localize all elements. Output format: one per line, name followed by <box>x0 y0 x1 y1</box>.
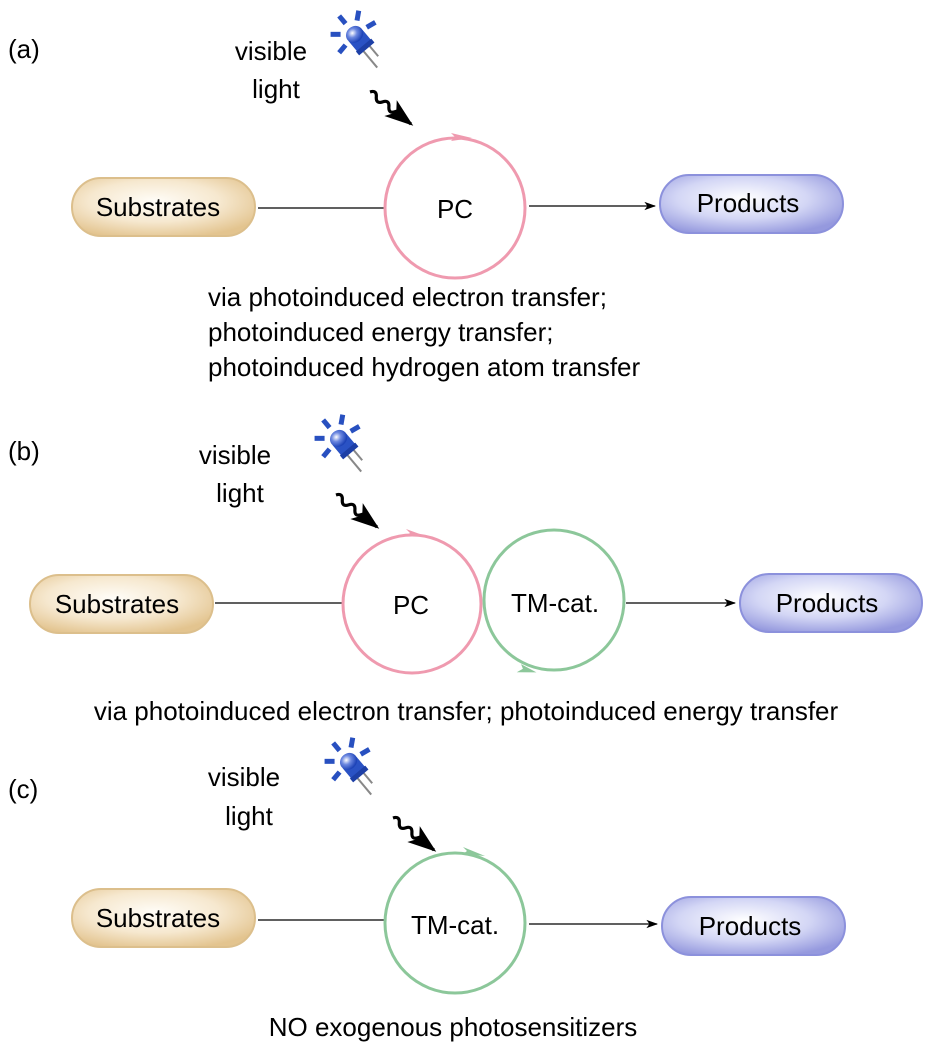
cycle-label: TM-cat. <box>511 588 599 618</box>
caption-line: photoinduced hydrogen atom transfer <box>208 352 641 382</box>
substrates-label: Substrates <box>96 903 220 933</box>
substrates-label: Substrates <box>55 589 179 619</box>
cycle-direction-arrow-icon <box>451 133 472 141</box>
caption-line: via photoinduced electron transfer; <box>208 282 607 312</box>
panel-c: (c) visible light Substrates TM-cat. Pro… <box>8 726 846 1042</box>
cycle-direction-arrow-icon <box>516 664 537 673</box>
panel-label: (c) <box>8 774 38 804</box>
wavy-light-arrow-icon <box>391 816 436 853</box>
blue-led-icon <box>313 726 394 809</box>
light-label-line1: visible <box>235 36 307 66</box>
cycle-direction-arrow-icon <box>463 847 485 856</box>
light-label-line2: light <box>225 801 273 831</box>
products-label: Products <box>697 188 800 218</box>
substrates-node <box>71 177 256 237</box>
blue-led-icon <box>319 0 400 82</box>
panel-label: (a) <box>8 34 40 64</box>
caption-line: photoinduced energy transfer; <box>208 317 553 347</box>
panel-a: (a) visible light Substrates PC Products… <box>8 0 844 382</box>
light-label-line1: visible <box>208 762 280 792</box>
cycle-direction-arrow-icon <box>406 529 428 537</box>
light-label-line2: light <box>252 74 300 104</box>
substrates-label: Substrates <box>96 192 220 222</box>
products-label: Products <box>699 911 802 941</box>
substrates-node <box>29 574 214 634</box>
cycle-label: TM-cat. <box>411 910 499 940</box>
light-label-line2: light <box>216 478 264 508</box>
cycle-label: PC <box>437 194 473 224</box>
panel-label: (b) <box>8 436 40 466</box>
substrates-node <box>71 888 256 948</box>
blue-led-icon <box>303 403 384 486</box>
wavy-light-arrow-icon <box>334 493 379 530</box>
light-label-line1: visible <box>199 440 271 470</box>
panel-b: (b) visible light Substrates PC TM-cat. … <box>8 403 923 726</box>
products-node <box>739 573 923 633</box>
products-label: Products <box>776 588 879 618</box>
caption-line: NO exogenous photosensitizers <box>269 1012 638 1042</box>
tm-cat-cycle <box>383 851 527 995</box>
wavy-light-arrow-icon <box>368 90 413 127</box>
caption-line: via photoinduced electron transfer; phot… <box>94 696 839 726</box>
tm-cat-cycle <box>482 528 626 672</box>
cycle-label: PC <box>393 590 429 620</box>
products-node <box>661 896 846 956</box>
products-node <box>659 174 844 234</box>
